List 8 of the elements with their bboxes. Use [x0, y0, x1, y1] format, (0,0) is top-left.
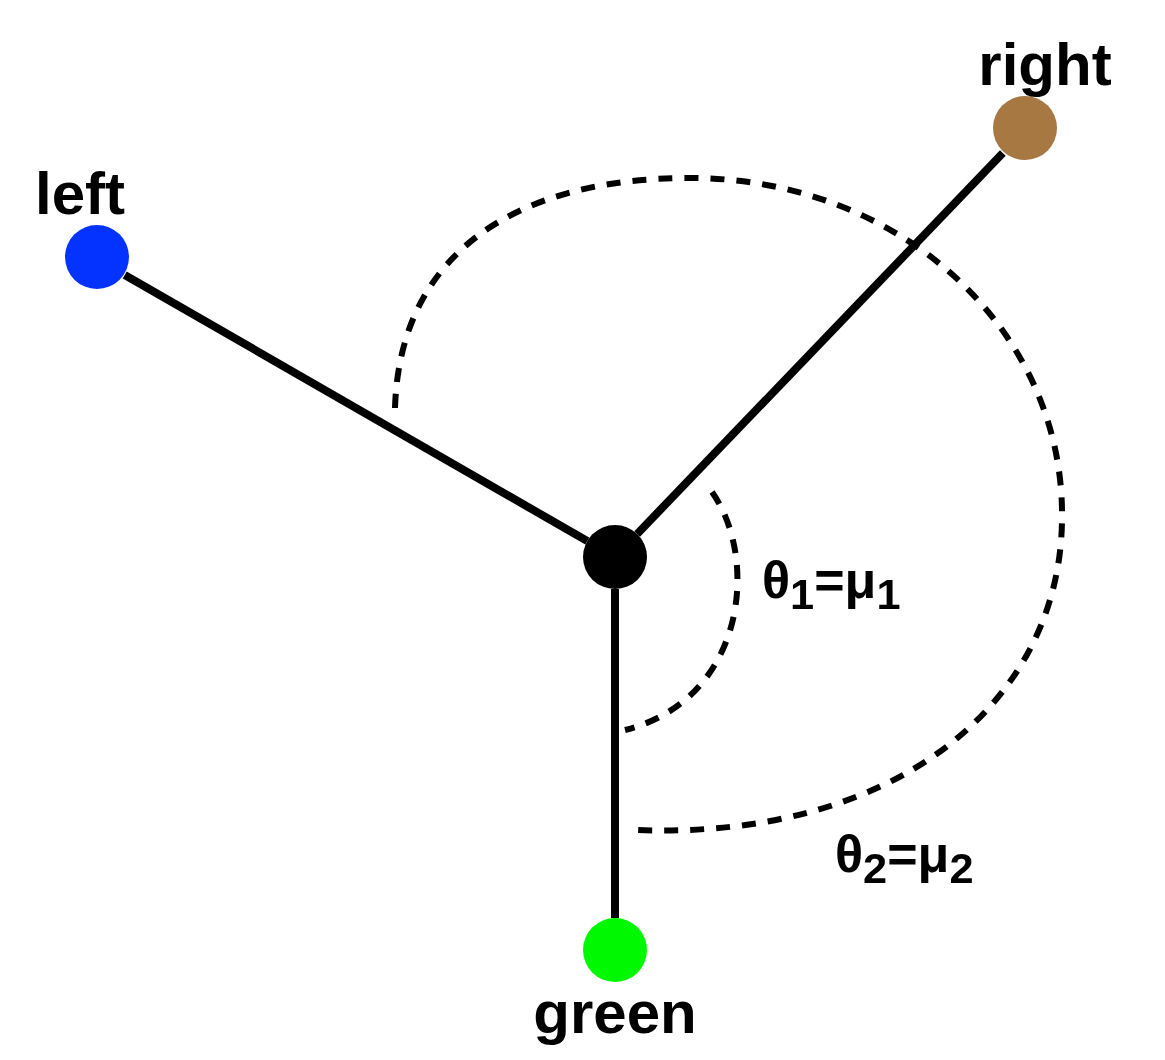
node-label: right	[978, 34, 1112, 96]
connector-line	[634, 150, 1006, 537]
angle-label: θ$_{2}$=μ$_{2}$	[835, 826, 974, 895]
angle-label: θ$_{1}$=μ$_{1}$	[762, 552, 901, 621]
connector-line	[122, 271, 590, 545]
node-label: green	[533, 982, 697, 1044]
node-label: left	[35, 163, 125, 225]
connector-line	[611, 589, 619, 918]
